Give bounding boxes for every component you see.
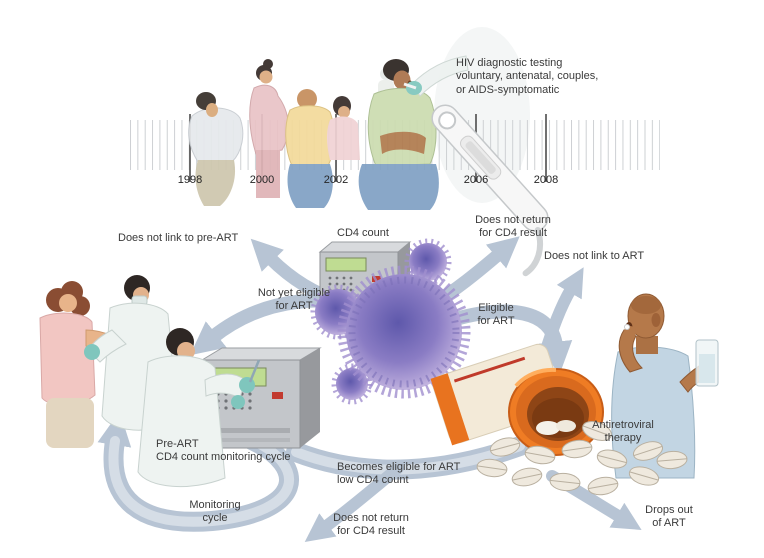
- not-yet-eligible-label: Not yet eligible for ART: [257, 287, 331, 313]
- timeline-year-2008: 2008: [533, 174, 559, 186]
- timeline-year-2000: 2000: [249, 174, 275, 186]
- cd4-cell-illustration: [310, 238, 471, 405]
- patient-blood-draw-illustration: [39, 281, 135, 448]
- pill-bottle-illustration: [430, 343, 604, 456]
- spilled-pills-illustration: [476, 421, 688, 496]
- hiv-test-strip-illustration: [431, 104, 549, 277]
- arrow-loop-highlight: [108, 435, 294, 527]
- pre-art-cycle-label: Pre-ART CD4 count monitoring cycle: [156, 438, 291, 464]
- becomes-eligible-label: Becomes eligible for ART low CD4 count: [337, 461, 461, 487]
- drops-out-label: Drops out of ART: [645, 504, 693, 530]
- man-taking-art-illustration: [611, 293, 719, 479]
- monitoring-cycle-label: Monitoring cycle: [189, 499, 241, 525]
- clinicians-illustration: [84, 275, 261, 488]
- eligible-for-art-label: Eligible for ART: [477, 302, 515, 328]
- arrow-band-highlight: [291, 441, 525, 475]
- does-not-link-pre-art-label: Does not link to pre-ART: [118, 232, 239, 244]
- arrow-does-not-return-bottom: [304, 462, 404, 542]
- arrow-does-not-link-art: [540, 267, 584, 356]
- does-not-link-art-label: Does not link to ART: [544, 250, 645, 262]
- does-not-return-cd4-bottom-label: Does not return for CD4 result: [333, 512, 409, 538]
- cd4-count-label: CD4 count: [337, 227, 389, 239]
- antiretroviral-therapy-label: Antiretroviral therapy: [592, 419, 654, 445]
- waiting-patients-illustration: [188, 55, 469, 210]
- does-not-return-cd4-top-label: Does not return for CD4 result: [475, 214, 551, 240]
- hiv-testing-label: HIV diagnostic testing voluntary, antena…: [456, 57, 599, 96]
- timeline-year-2006: 2006: [463, 174, 489, 186]
- timeline-year-2002: 2002: [323, 174, 349, 186]
- timeline-year-1998: 1998: [177, 174, 203, 186]
